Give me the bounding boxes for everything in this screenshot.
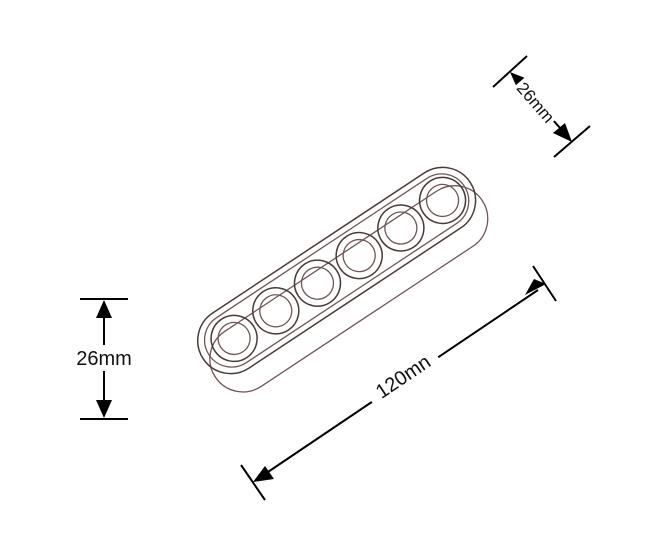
depth-arrow-2 xyxy=(553,123,572,142)
length-arrow-1 xyxy=(253,466,274,482)
housing-side-outline xyxy=(209,185,489,393)
hole-5 xyxy=(377,204,425,252)
hole-6 xyxy=(418,176,467,225)
led-bar-housing xyxy=(197,166,489,393)
hole-3 xyxy=(293,259,342,307)
hole-1 xyxy=(210,314,258,363)
height-arrow-down xyxy=(96,400,112,418)
length-extension-1 xyxy=(240,464,266,501)
depth-extension-2 xyxy=(553,125,591,158)
height-dimension: 26mm xyxy=(66,298,142,420)
hole-2 xyxy=(252,287,300,335)
hole-4 xyxy=(335,231,383,280)
housing-top-inner xyxy=(203,173,470,368)
depth-dimension: 26mm xyxy=(492,55,591,158)
height-label: 26mm xyxy=(76,348,132,370)
height-arrow-up xyxy=(96,300,112,318)
length-arrow-2 xyxy=(525,279,546,295)
depth-extension-1 xyxy=(492,55,528,88)
housing-top-outer xyxy=(197,166,477,375)
depth-arrow-1 xyxy=(510,72,530,90)
